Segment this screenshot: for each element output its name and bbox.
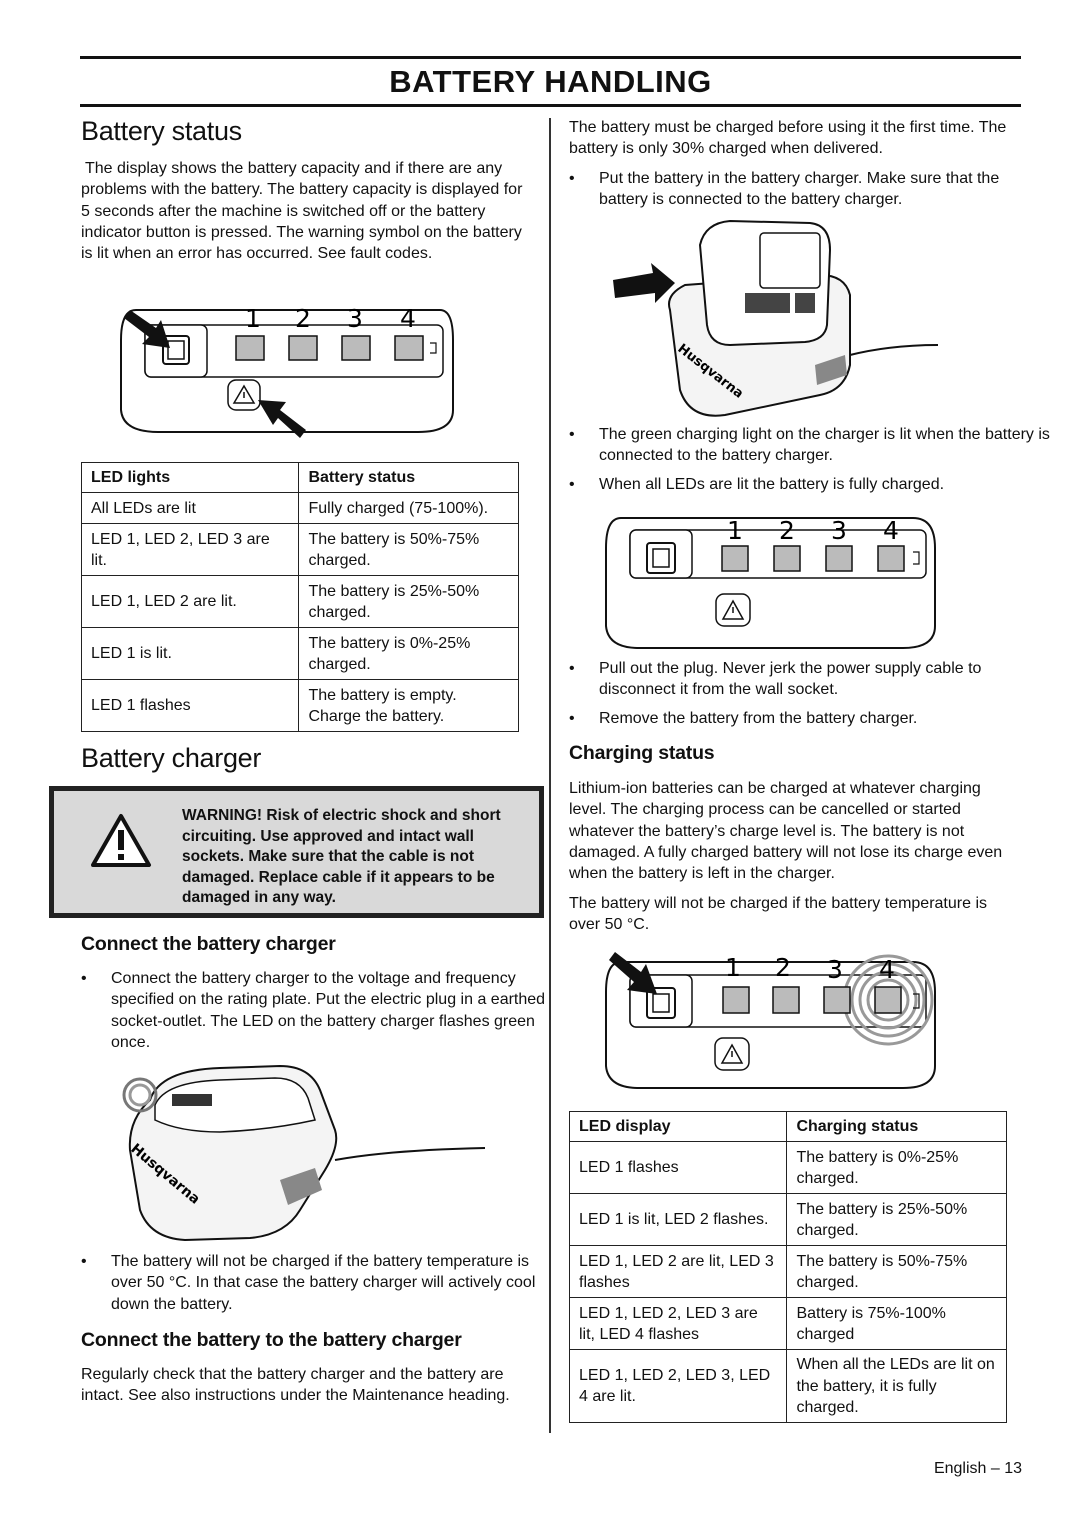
led-number-1: 1	[727, 516, 743, 545]
battery-status-heading: Battery status	[81, 116, 242, 146]
led-1-icon	[235, 335, 265, 361]
table-cell: The battery is 0%-25% charged.	[298, 627, 519, 681]
charging-status-heading: Charging status	[569, 742, 715, 764]
led-4-icon	[874, 986, 902, 1014]
charging-status-text: Lithium-ion batteries can be charged at …	[569, 780, 1003, 883]
table-header-cell: Battery status	[298, 461, 519, 494]
table-row: All LEDs are lit Fully charged (75-100%)…	[80, 492, 519, 525]
column-divider	[549, 118, 551, 1433]
pointer-arrow-icon	[609, 952, 657, 994]
table-cell: Battery is 75%-100% charged	[786, 1297, 1007, 1351]
table-cell: The battery is 25%-50% charged.	[298, 575, 519, 629]
connect-battery-text: Regularly check that the battery charger…	[81, 1366, 510, 1405]
battery-in-charger-illustration: Husqvarna	[613, 219, 939, 417]
led-number-1: 1	[245, 304, 261, 333]
table-cell: When all the LEDs are lit on the battery…	[786, 1349, 1007, 1424]
table-row: LED 1, LED 2, LED 3 are lit, LED 4 flash…	[568, 1297, 1007, 1351]
table-cell: All LEDs are lit	[80, 492, 300, 525]
pointer-arrow-icon	[124, 310, 170, 348]
led-number-3: 3	[831, 516, 847, 545]
warning-triangle-icon	[91, 814, 151, 867]
battery-display-diagram: 1 2 3 4	[120, 304, 454, 438]
insert-battery-bullet: Put the battery in the battery charger. …	[569, 168, 1051, 211]
battery-status-text: The display shows the battery capacity a…	[81, 160, 523, 263]
table-header-row: LED display Charging status	[568, 1110, 1007, 1143]
connect-charger-bullet: Connect the battery charger to the volta…	[81, 968, 563, 1053]
table-cell: LED 1, LED 2, LED 3 are lit, LED 4 flash…	[568, 1297, 788, 1351]
table-header-cell: LED lights	[80, 461, 300, 494]
table-row: LED 1, LED 2 are lit, LED 3 flashes The …	[568, 1245, 1007, 1299]
pointer-arrow-icon	[258, 400, 306, 438]
table-cell: The battery is 50%-75% charged.	[298, 523, 519, 577]
temperature-bullet: The battery will not be charged if the b…	[81, 1251, 563, 1315]
led-number-4: 4	[879, 955, 895, 984]
battery-display-full-diagram: 1 2 3 4	[605, 516, 936, 649]
warning-text: WARNING! Risk of electric shock and shor…	[182, 807, 501, 906]
table-row: LED 1, LED 2, LED 3, LED 4 are lit. When…	[568, 1349, 1007, 1424]
pull-plug-bullet: Pull out the plug. Never jerk the power …	[569, 658, 1051, 701]
charger-illustration: Husqvarna	[122, 1064, 486, 1242]
led-number-3: 3	[827, 955, 843, 984]
warning-icon	[714, 1037, 750, 1071]
led-number-1: 1	[725, 953, 741, 982]
led-1-icon	[721, 545, 749, 572]
table-header-cell: Charging status	[786, 1110, 1007, 1143]
all-leds-bullet: When all LEDs are lit the battery is ful…	[569, 474, 1051, 496]
led-3-icon	[825, 545, 853, 572]
led-4-icon	[394, 335, 424, 361]
table-row: LED 1 is lit, LED 2 flashes. The battery…	[568, 1193, 1007, 1247]
table-row: LED 1 flashes The battery is empty. Char…	[80, 679, 519, 733]
table-cell: The battery is 25%-50% charged.	[786, 1193, 1007, 1247]
charging-light-bullet: The green charging light on the charger …	[569, 424, 1051, 467]
table-cell: LED 1 is lit, LED 2 flashes.	[568, 1193, 788, 1247]
table-row: LED 1, LED 2 are lit. The battery is 25%…	[80, 575, 519, 629]
charging-temperature-text: The battery will not be charged if the b…	[569, 895, 987, 934]
table-cell: LED 1, LED 2, LED 3 are lit.	[80, 523, 300, 577]
led-lights-table: LED lights Battery status All LEDs are l…	[80, 461, 519, 733]
led-number-4: 4	[400, 304, 416, 333]
table-header-cell: LED display	[568, 1110, 788, 1143]
table-cell: The battery is 50%-75% charged.	[786, 1245, 1007, 1299]
led-1-icon	[722, 986, 750, 1014]
led-4-icon	[877, 545, 905, 572]
table-row: LED 1 flashes The battery is 0%-25% char…	[568, 1141, 1007, 1195]
led-3-icon	[823, 986, 851, 1014]
battery-charger-heading: Battery charger	[81, 743, 262, 773]
led-3-icon	[341, 335, 371, 361]
led-number-2: 2	[295, 304, 311, 333]
table-cell: LED 1 is lit.	[80, 627, 300, 681]
intro-text: The battery must be charged before using…	[569, 119, 1007, 158]
led-number-2: 2	[779, 516, 795, 545]
table-cell: LED 1, LED 2 are lit.	[80, 575, 300, 629]
connect-battery-heading: Connect the battery to the battery charg…	[81, 1329, 462, 1351]
table-cell: LED 1, LED 2 are lit, LED 3 flashes	[568, 1245, 788, 1299]
top-rule	[80, 56, 1021, 59]
remove-battery-bullet: Remove the battery from the battery char…	[569, 708, 1051, 730]
led-2-icon	[773, 545, 801, 572]
table-row: LED 1, LED 2, LED 3 are lit. The battery…	[80, 523, 519, 577]
title-rule	[80, 104, 1021, 107]
table-cell: LED 1 flashes	[568, 1141, 788, 1195]
table-header-row: LED lights Battery status	[80, 461, 519, 494]
table-row: LED 1 is lit. The battery is 0%-25% char…	[80, 627, 519, 681]
battery-charging-diagram: 1 2 3 4	[605, 952, 936, 1089]
table-cell: The battery is 0%-25% charged.	[786, 1141, 1007, 1195]
led-2-icon	[288, 335, 318, 361]
led-2-icon	[772, 986, 800, 1014]
page-title: BATTERY HANDLING	[389, 64, 712, 99]
charging-status-table: LED display Charging status LED 1 flashe…	[568, 1110, 1007, 1424]
table-cell: LED 1, LED 2, LED 3, LED 4 are lit.	[568, 1349, 788, 1424]
led-number-2: 2	[775, 953, 791, 982]
warning-icon	[227, 379, 261, 411]
table-cell: LED 1 flashes	[80, 679, 300, 733]
warning-icon	[715, 593, 751, 627]
insert-arrow-icon	[613, 263, 675, 303]
led-number-3: 3	[347, 304, 363, 333]
connect-charger-heading: Connect the battery charger	[81, 933, 336, 955]
page-footer: English – 13	[933, 1460, 1022, 1477]
led-number-4: 4	[883, 516, 899, 545]
warning-box: WARNING! Risk of electric shock and shor…	[49, 786, 544, 918]
table-cell: The battery is empty. Charge the battery…	[298, 679, 519, 733]
table-cell: Fully charged (75-100%).	[298, 492, 519, 525]
